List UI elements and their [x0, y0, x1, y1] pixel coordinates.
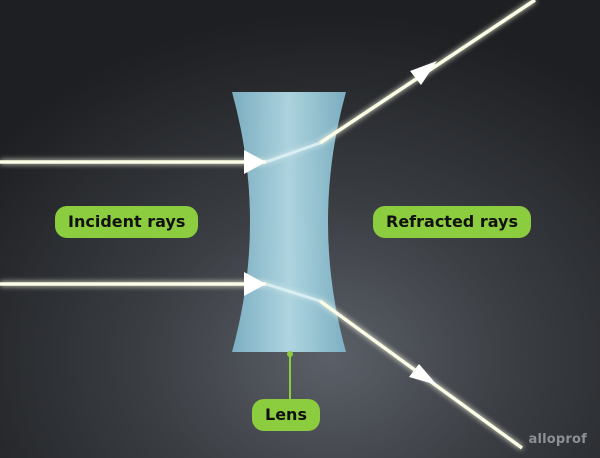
arrowhead-incident-bottom	[244, 272, 266, 296]
alloprof-watermark: alloprof	[528, 432, 587, 447]
concave-lens	[232, 92, 346, 352]
lens-connector-dot	[287, 351, 293, 357]
arrowhead-refracted-top	[410, 61, 437, 85]
incident-rays-label: Incident rays	[55, 206, 199, 238]
arrowhead-incident-top	[244, 150, 266, 174]
ray-inside-lens-bottom	[265, 282, 321, 303]
lens-label: Lens	[252, 399, 320, 431]
arrowhead-refracted-bottom	[409, 364, 437, 385]
ray-inside-lens-top	[265, 141, 321, 164]
refracted-rays-label: Refracted rays	[373, 206, 531, 238]
